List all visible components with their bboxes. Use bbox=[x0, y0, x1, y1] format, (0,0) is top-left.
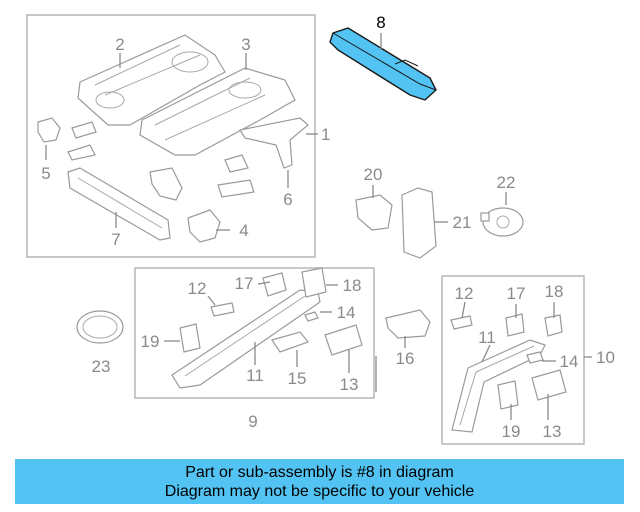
callout-18-right[interactable]: 18 bbox=[545, 282, 564, 301]
callout-4[interactable]: 4 bbox=[239, 221, 248, 240]
callout-5[interactable]: 5 bbox=[41, 164, 50, 183]
part-11-sill bbox=[171, 289, 321, 389]
callout-17-left[interactable]: 17 bbox=[235, 274, 254, 293]
part-22-mount bbox=[480, 207, 524, 237]
callout-8[interactable]: 8 bbox=[376, 13, 385, 32]
callout-20[interactable]: 20 bbox=[364, 165, 383, 184]
callout-12-left[interactable]: 12 bbox=[188, 279, 207, 298]
callout-11-right[interactable]: 11 bbox=[478, 328, 496, 347]
small-bracket-a bbox=[67, 121, 97, 161]
callout-7[interactable]: 7 bbox=[111, 230, 120, 249]
banner-line-2: Diagram may not be specific to your vehi… bbox=[164, 482, 475, 500]
callout-10[interactable]: 10 bbox=[596, 348, 615, 367]
callout-3[interactable]: 3 bbox=[241, 35, 250, 54]
part-7-rail bbox=[67, 167, 171, 241]
callout-18-left[interactable]: 18 bbox=[343, 276, 362, 295]
callout-13-left[interactable]: 13 bbox=[340, 375, 359, 394]
floor-panel-rear bbox=[139, 67, 296, 156]
callout-14-left[interactable]: 14 bbox=[337, 303, 356, 322]
floor-panel-front bbox=[77, 34, 226, 126]
callout-6[interactable]: 6 bbox=[283, 190, 292, 209]
parts-diagram: 8 2 3 1 5 6 7 4 20 21 22 12 17 18 14 19 … bbox=[26, 13, 615, 445]
group-box-9 bbox=[134, 267, 375, 399]
part-20-bracket bbox=[355, 194, 393, 231]
part-5-bracket bbox=[37, 117, 61, 143]
part-8-highlighted[interactable] bbox=[329, 27, 437, 101]
banner-line-1: Part or sub-assembly is #8 in diagram bbox=[185, 463, 454, 481]
callout-11-left[interactable]: 11 bbox=[246, 366, 264, 385]
part-21-panel bbox=[401, 187, 437, 259]
callout-22[interactable]: 22 bbox=[497, 173, 516, 192]
info-banner: Part or sub-assembly is #8 in diagram Di… bbox=[15, 459, 624, 504]
callout-9[interactable]: 9 bbox=[248, 412, 257, 431]
callout-19-left[interactable]: 19 bbox=[141, 332, 160, 351]
group-box-1 bbox=[26, 14, 316, 258]
callout-15[interactable]: 15 bbox=[288, 369, 307, 388]
part-23-plug bbox=[76, 310, 124, 344]
callout-13-right[interactable]: 13 bbox=[543, 422, 562, 441]
callout-14-right[interactable]: 14 bbox=[560, 352, 579, 371]
callout-12-right[interactable]: 12 bbox=[455, 284, 474, 303]
group9-small-parts bbox=[179, 267, 363, 356]
callout-19-right[interactable]: 19 bbox=[502, 422, 521, 441]
callout-16[interactable]: 16 bbox=[396, 349, 415, 368]
callout-17-right[interactable]: 17 bbox=[507, 284, 526, 303]
part-4-bracket bbox=[187, 209, 221, 243]
callout-21[interactable]: 21 bbox=[453, 213, 472, 232]
group-box-10 bbox=[441, 275, 585, 445]
part-16-bracket bbox=[385, 309, 431, 339]
group10-small-parts bbox=[450, 313, 567, 410]
part-6-crossmember bbox=[239, 117, 309, 169]
callout-1[interactable]: 1 bbox=[321, 125, 330, 144]
callout-2[interactable]: 2 bbox=[115, 35, 124, 54]
leader-lines bbox=[45, 33, 592, 420]
part-11-sill-right bbox=[451, 339, 546, 433]
callout-23[interactable]: 23 bbox=[92, 357, 111, 376]
center-brackets bbox=[149, 154, 255, 201]
